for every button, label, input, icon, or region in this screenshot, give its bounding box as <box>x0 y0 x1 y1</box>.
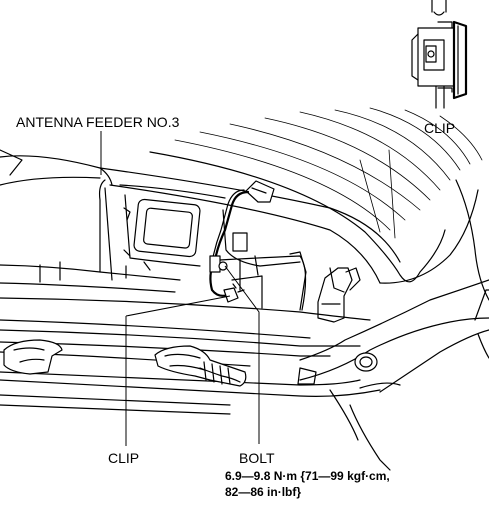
clip-detail-label: CLIP <box>424 120 456 136</box>
bolt-label: BOLT <box>239 450 275 466</box>
gas-stay-shapes <box>3 339 247 387</box>
torque-spec-line1: 6.9—9.8 N·m {71—99 kgf·cm, <box>225 469 390 483</box>
roof-panel-lines <box>0 107 489 301</box>
leader-bolt <box>224 265 260 444</box>
antenna-feeder-cable <box>209 180 275 303</box>
inner-panel-lines <box>0 149 307 311</box>
leader-clip <box>125 295 231 446</box>
antenna-feeder-label: ANTENNA FEEDER NO.3 <box>16 114 180 130</box>
clip-label: CLIP <box>108 450 140 466</box>
hinge-bracket <box>317 267 361 323</box>
clip-detail-view <box>411 0 468 109</box>
leader-lines <box>100 131 260 446</box>
torque-spec-line2: 82—86 in·lbf} <box>225 485 302 499</box>
